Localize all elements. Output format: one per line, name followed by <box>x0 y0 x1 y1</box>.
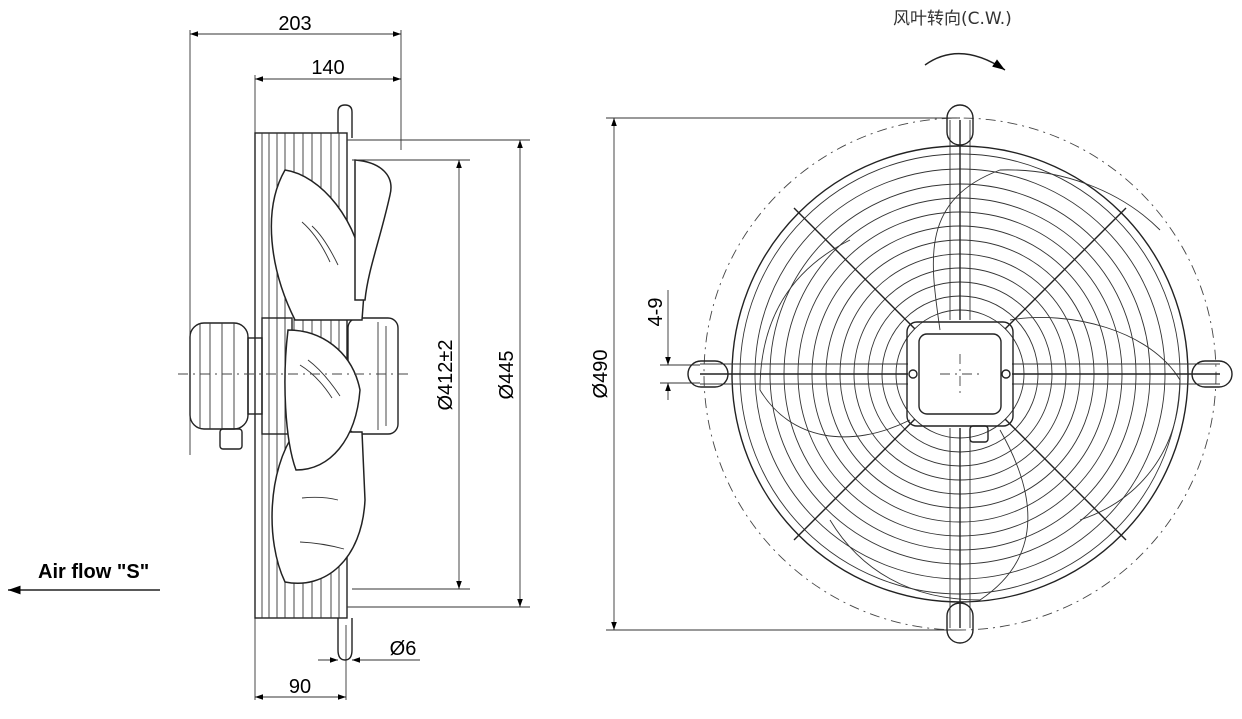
lug-right <box>1191 360 1233 388</box>
dim-203: 203 <box>278 13 311 35</box>
side-view: 203 140 <box>8 13 530 700</box>
dim-490: Ø490 <box>590 350 612 399</box>
dim-6: Ø6 <box>390 638 417 660</box>
dim-412: Ø412±2 <box>435 339 457 410</box>
motor-housing <box>189 322 249 430</box>
rotation-arrow <box>924 53 1006 71</box>
front-view: Ø490 4-9 <box>590 9 1233 644</box>
dim-slot-4-9: 4-9 <box>645 298 667 327</box>
bottom-mount-tab <box>337 618 353 661</box>
dim-90: 90 <box>289 676 311 698</box>
dim-140: 140 <box>311 57 344 79</box>
lug-bottom <box>946 602 974 644</box>
lug-left <box>687 360 729 388</box>
blade-top <box>270 169 366 321</box>
blade-upper-back <box>354 159 392 301</box>
rotation-label: 风叶转向(C.W.) <box>893 9 1012 29</box>
blade-middle <box>284 329 361 471</box>
lug-top <box>946 104 974 146</box>
airflow-label: Air flow "S" <box>38 561 149 583</box>
front-cable-gland <box>969 425 989 443</box>
top-mount-tab <box>337 104 353 138</box>
dim-445: Ø445 <box>496 351 518 400</box>
cable-gland <box>219 428 243 450</box>
motor-box <box>906 321 1014 427</box>
